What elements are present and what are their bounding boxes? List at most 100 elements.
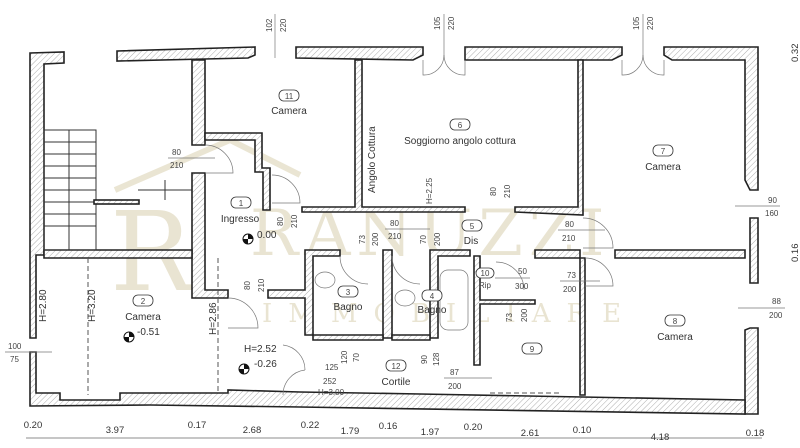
- dimension-label: 200: [520, 308, 529, 322]
- outer-walls: [29, 46, 759, 415]
- height-label: H=2.86: [208, 302, 219, 335]
- room-4-number: 4: [430, 292, 435, 301]
- dimension-label: 90: [768, 196, 777, 205]
- dimension-label: 105: [632, 16, 641, 30]
- room-11-number: 11: [285, 92, 294, 101]
- dimension-label: 0.17: [188, 420, 207, 431]
- room-5-name: Dis: [464, 236, 478, 247]
- right-dim: 0.32: [790, 44, 800, 63]
- level-marker-icon: [239, 364, 249, 374]
- dimension-label: 80: [172, 148, 181, 157]
- dimension-label: 88: [772, 297, 781, 306]
- room-4-name: Bagno: [418, 305, 447, 316]
- dimension-label: 73: [358, 235, 367, 244]
- bottom-dimension-line: 0.20 3.97 0.17 2.68 0.22 1.79 0.16 1.97 …: [24, 44, 800, 444]
- height-label: H=2.80: [38, 289, 49, 322]
- dimension-label: 70: [419, 235, 428, 244]
- dimension-label: 0.16: [379, 421, 398, 432]
- room-6-name: Soggiorno angolo cottura: [404, 136, 516, 147]
- dimension-label: 90: [420, 355, 429, 364]
- room-1-level: 0.00: [257, 230, 277, 241]
- dimension-label: 120: [340, 350, 349, 364]
- dimension-label: 50: [518, 267, 527, 276]
- room-12-number: 12: [392, 362, 401, 371]
- dimension-label: 210: [503, 184, 512, 198]
- dimension-label: 73: [567, 271, 576, 280]
- dimension-label: 2.68: [243, 425, 262, 436]
- room-7-name: Camera: [645, 162, 681, 173]
- dimension-label: 300: [515, 282, 529, 291]
- dimension-label: 0.18: [746, 428, 765, 439]
- dimension-label: 210: [257, 278, 266, 292]
- staircase: [43, 129, 192, 251]
- dimension-label: 1.97: [421, 427, 440, 438]
- dimension-label: 0.20: [24, 420, 43, 431]
- dimension-label: 80: [489, 187, 498, 196]
- room-10-number: 10: [481, 269, 490, 278]
- room-12-name: Cortile: [382, 377, 411, 388]
- room-3-name: Bagno: [334, 302, 363, 313]
- height-label: H=3.20: [87, 289, 98, 322]
- room-9-number: 9: [530, 345, 535, 354]
- room-2-number: 2: [141, 297, 146, 306]
- internal-walls: [43, 59, 746, 396]
- level-marker-icon: [243, 234, 253, 244]
- level-label: -0.26: [254, 359, 277, 370]
- dimension-label: 80: [276, 217, 285, 226]
- room-3-number: 3: [346, 288, 351, 297]
- dimension-label: 200: [433, 232, 442, 246]
- room-8-name: Camera: [657, 332, 693, 343]
- height-label: H=3.00: [318, 388, 345, 397]
- dimension-label: 125: [325, 363, 339, 372]
- dimension-label: 80: [565, 220, 574, 229]
- dimension-label: 0.22: [301, 420, 320, 431]
- room-6-number: 6: [458, 121, 463, 130]
- dimension-label: 75: [10, 355, 19, 364]
- dimension-label: 1.79: [341, 426, 360, 437]
- dimension-label: 73: [505, 313, 514, 322]
- dimension-label: 87: [450, 368, 459, 377]
- dimension-label: 210: [388, 232, 402, 241]
- room-2-name: Camera: [125, 312, 161, 323]
- dimension-label: 80: [243, 281, 252, 290]
- room-7-number: 7: [661, 147, 666, 156]
- dimension-label: 80: [390, 219, 399, 228]
- room-11-name: Camera: [271, 106, 307, 117]
- dimension-label: 2.61: [521, 428, 540, 439]
- dimension-label: 210: [170, 161, 184, 170]
- height-label: H=2.52: [244, 344, 277, 355]
- height-label: H=2.25: [425, 177, 434, 204]
- dimension-label: 70: [352, 353, 361, 362]
- room-8-number: 8: [673, 317, 678, 326]
- room-labels: 1 Ingresso 0.00 2 Camera -0.51 3 Bagno 4…: [38, 89, 693, 397]
- dimension-label: 200: [448, 382, 462, 391]
- dimension-label: 3.97: [106, 425, 125, 436]
- dimension-label: 220: [279, 18, 288, 32]
- room-1-number: 1: [239, 199, 244, 208]
- door-swings: [87, 54, 665, 396]
- dimension-label: 0.20: [464, 422, 483, 433]
- angolo-cottura-label: Angolo Cottura: [367, 126, 378, 193]
- dimension-label: 102: [265, 18, 274, 32]
- dimension-label: 220: [646, 16, 655, 30]
- dimension-label: 210: [290, 214, 299, 228]
- dimension-label: 200: [371, 232, 380, 246]
- dimension-label: 220: [447, 16, 456, 30]
- dimension-label: 128: [432, 352, 441, 366]
- dimension-label: 200: [563, 285, 577, 294]
- room-2-level: -0.51: [137, 327, 160, 338]
- level-marker-icon: [124, 332, 134, 342]
- room-1-name: Ingresso: [221, 214, 260, 225]
- dimension-label: 210: [562, 234, 576, 243]
- room-5-number: 5: [470, 222, 475, 231]
- dimension-label: 252: [323, 377, 337, 386]
- dimension-label: 100: [8, 342, 22, 351]
- watermark-sub: IMMOBILIARE: [262, 299, 637, 329]
- room-10-name: Rip: [479, 281, 492, 290]
- dimension-label: 200: [769, 311, 783, 320]
- dimension-label: 0.10: [573, 425, 592, 436]
- dimension-label: 160: [765, 209, 779, 218]
- dimension-label: 4.18: [651, 432, 670, 443]
